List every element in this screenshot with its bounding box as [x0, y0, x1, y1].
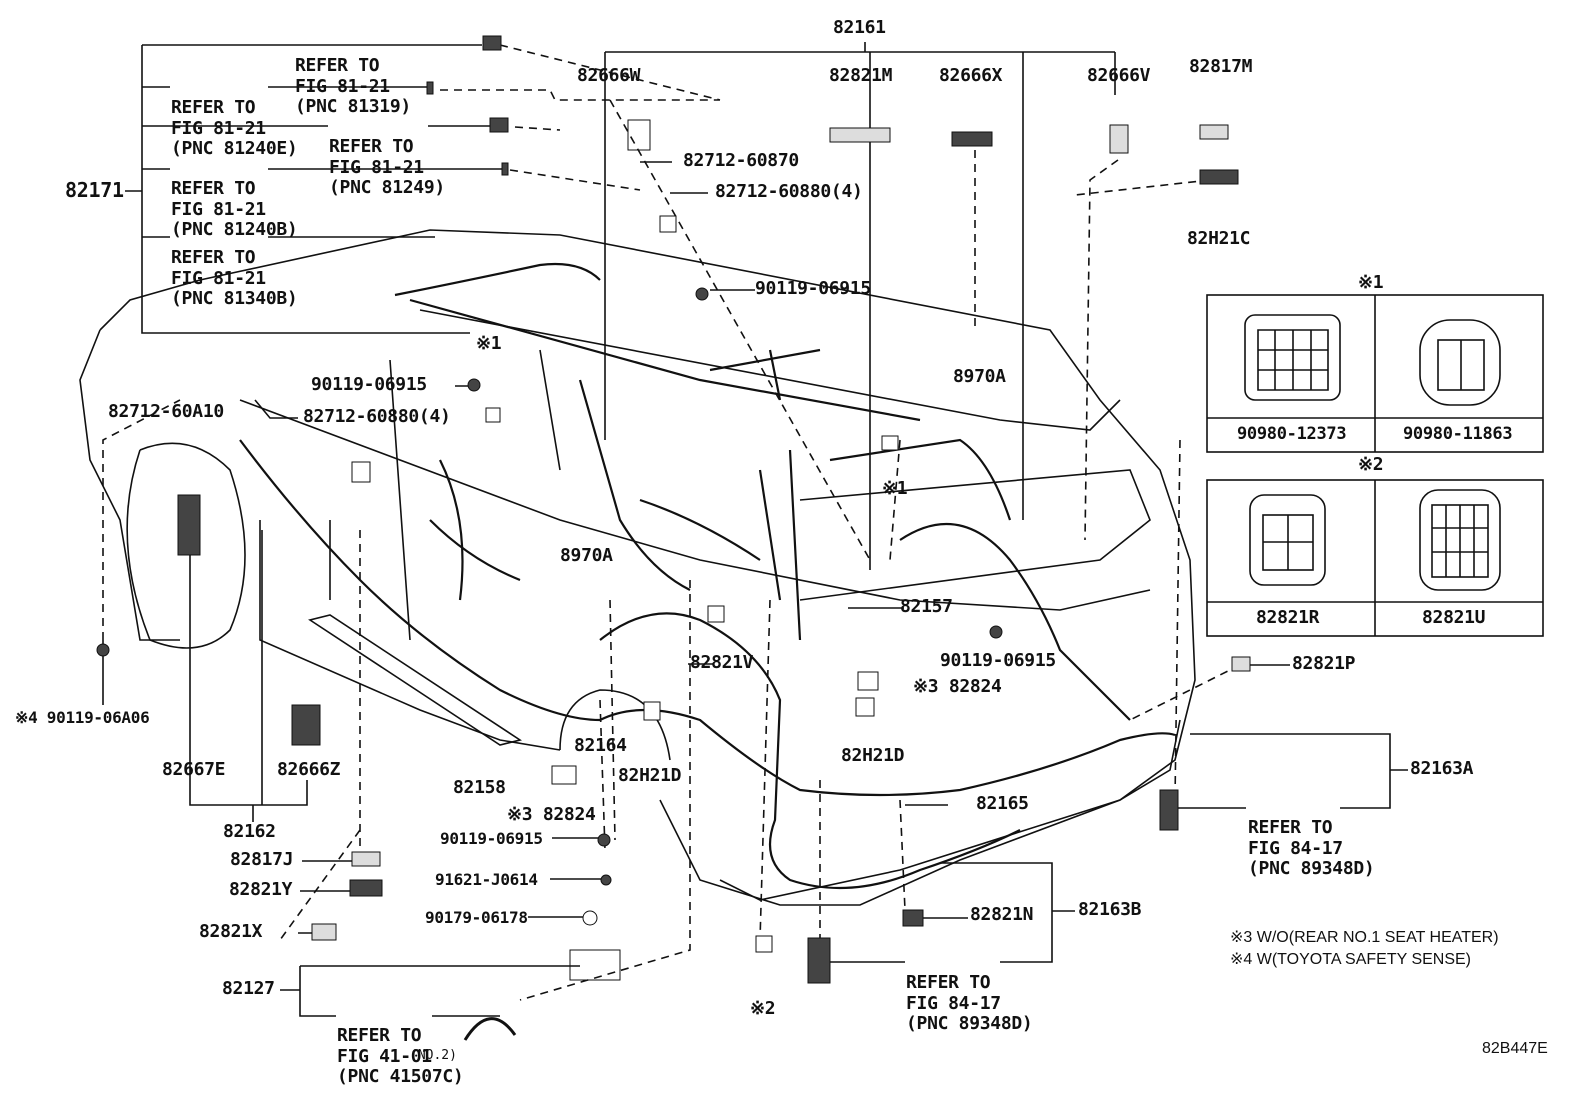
ref-line: (PNC 81240E): [171, 138, 298, 159]
mark-label: ※2: [750, 998, 776, 1019]
ref-line: REFER TO: [1248, 817, 1333, 838]
part-label[interactable]: ※3 82824: [507, 804, 596, 825]
part-label[interactable]: 91621-J0614: [435, 870, 538, 889]
part-label[interactable]: 82817J: [230, 849, 294, 870]
part-label[interactable]: 82712-60870: [683, 150, 799, 171]
illustration-code: 82B447E: [1482, 1040, 1548, 1057]
part-label[interactable]: 90179-06178: [425, 908, 528, 927]
box-mark: ※2: [1358, 454, 1384, 475]
part-label[interactable]: 82161: [833, 17, 886, 38]
part-label[interactable]: 90119-06915: [440, 829, 543, 848]
ref-line: REFER TO: [329, 136, 414, 157]
part-label[interactable]: 82712-60A10: [108, 401, 224, 422]
ref-line: (PNC 81240B): [171, 219, 298, 240]
ref-line: REFER TO: [171, 97, 256, 118]
wire-harness: [239, 262, 1176, 890]
part-label[interactable]: 82666X: [939, 65, 1003, 86]
ref-sub-label: (NO.2): [410, 1048, 457, 1063]
ref-line: REFER TO: [295, 55, 380, 76]
part-label[interactable]: 82157: [900, 596, 953, 617]
ref-line: FIG 84-17: [1248, 837, 1343, 859]
part-label[interactable]: 8970A: [953, 366, 1006, 387]
part-label[interactable]: 82163A: [1410, 758, 1474, 779]
part-label[interactable]: 82163B: [1078, 899, 1142, 920]
part-label[interactable]: 82666W: [577, 65, 641, 86]
part-label[interactable]: 82164: [574, 735, 627, 756]
connector-box-2-frame: [1206, 479, 1544, 637]
ref-line: REFER TO: [337, 1025, 422, 1046]
connector-box-1-frame: [1206, 294, 1544, 453]
part-label[interactable]: 82821Y: [229, 879, 293, 900]
part-label[interactable]: 82821V: [690, 652, 754, 673]
part-label[interactable]: 90119-06915: [311, 374, 427, 395]
ref-line: REFER TO: [171, 178, 256, 199]
ref-line: REFER TO: [906, 972, 991, 993]
bracket-82161: [604, 42, 1211, 570]
part-label[interactable]: 8970A: [560, 545, 613, 566]
mark-label: ※1: [476, 333, 502, 354]
ref-line: REFER TO: [171, 247, 256, 268]
part-label[interactable]: 82H21D: [841, 745, 905, 766]
part-label[interactable]: ※4 90119-06A06: [15, 708, 150, 727]
part-label[interactable]: 82712-60880(4): [303, 406, 451, 427]
note-3: ※3 W/O(REAR NO.1 SEAT HEATER): [1230, 929, 1499, 946]
ref-line: (PNC 81340B): [171, 288, 298, 309]
part-label[interactable]: 82H21C: [1187, 228, 1251, 249]
ref-line: FIG 81-21: [171, 198, 266, 220]
part-label[interactable]: 82H21D: [618, 765, 682, 786]
ref-line: (PNC 81319): [295, 96, 411, 117]
part-label[interactable]: 82817M: [1189, 56, 1253, 77]
ref-line: FIG 81-21: [171, 117, 266, 139]
part-label[interactable]: 82712-60880(4): [715, 181, 863, 202]
connector-label[interactable]: 90980-12373: [1237, 424, 1347, 444]
vehicle-body-outline: [79, 229, 1196, 906]
note-4: ※4 W(TOYOTA SAFETY SENSE): [1230, 951, 1472, 968]
ref-line: (PNC 89348D): [1248, 858, 1375, 879]
part-label[interactable]: 82158: [453, 777, 506, 798]
part-label[interactable]: 82821M: [829, 65, 893, 86]
part-label[interactable]: 90119-06915: [755, 278, 871, 299]
ref-line: FIG 84-17: [906, 992, 1001, 1014]
part-label[interactable]: 82821P: [1292, 653, 1356, 674]
part-glyphs: [96, 35, 1251, 1041]
connector-label[interactable]: 82821U: [1422, 607, 1486, 628]
part-label[interactable]: 82666Z: [277, 759, 341, 780]
connector-label[interactable]: 82821R: [1256, 607, 1320, 628]
ref-line: FIG 81-21: [329, 156, 424, 178]
connector-label[interactable]: 90980-11863: [1403, 424, 1513, 444]
part-label[interactable]: 82165: [976, 793, 1029, 814]
part-label[interactable]: 82821N: [970, 904, 1034, 925]
ref-line: (PNC 81249): [329, 177, 445, 198]
ref-line: (PNC 89348D): [906, 1013, 1033, 1034]
part-label[interactable]: 82171: [65, 178, 124, 202]
part-label[interactable]: 82162: [223, 821, 276, 842]
part-label[interactable]: 82821X: [199, 921, 263, 942]
mark-label: ※1: [882, 478, 908, 499]
ref-line: FIG 41-01: [337, 1045, 432, 1067]
part-label[interactable]: 90119-06915: [940, 650, 1056, 671]
part-label[interactable]: 82127: [222, 978, 275, 999]
part-label[interactable]: 82666V: [1087, 65, 1151, 86]
bracket-82171: [125, 44, 721, 334]
leader-lines: [102, 399, 1241, 1001]
ref-line: (PNC 41507C): [337, 1066, 464, 1087]
callout-lines: [102, 161, 1408, 1017]
part-label[interactable]: ※3 82824: [913, 676, 1002, 697]
ref-line: FIG 81-21: [295, 75, 390, 97]
part-label[interactable]: 82667E: [162, 759, 226, 780]
ref-line: FIG 81-21: [171, 267, 266, 289]
box-mark: ※1: [1358, 272, 1384, 293]
